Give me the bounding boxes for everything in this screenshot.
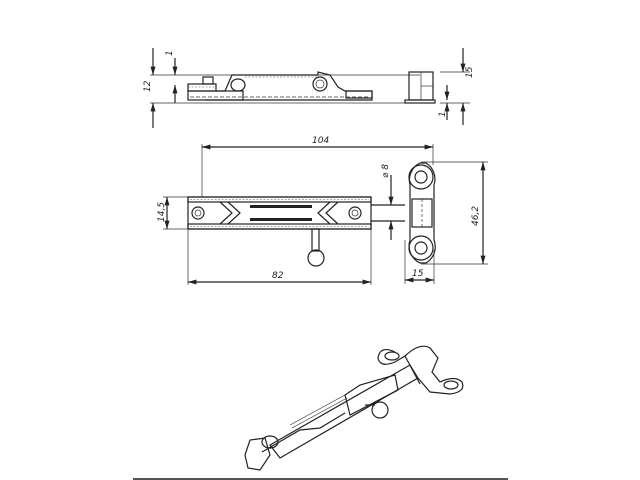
dim-side-offset-bottom: 1 <box>438 111 448 117</box>
top-view: 104 14,5 82 <box>157 136 488 285</box>
dim-strike-width: 15 <box>412 269 424 279</box>
dim-overall-length: 104 <box>312 136 329 146</box>
side-base-left <box>187 90 244 101</box>
dim-body-width: 14,5 <box>157 202 167 222</box>
dim-body-length: 82 <box>272 271 284 281</box>
dim-hole-diameter: ⌀ 8 <box>381 164 391 178</box>
strike-plate <box>408 162 436 264</box>
dim-side-offset-top: 1 <box>165 50 175 56</box>
bolt-knob <box>307 249 325 267</box>
dim-side-height-right: 15 <box>465 66 475 78</box>
bottom-rule <box>133 478 508 480</box>
side-view: 12 1 15 1 <box>143 48 475 128</box>
dim-strike-height: 46,2 <box>471 206 481 226</box>
isometric-view <box>244 345 464 471</box>
dim-side-height-left: 12 <box>143 80 153 92</box>
